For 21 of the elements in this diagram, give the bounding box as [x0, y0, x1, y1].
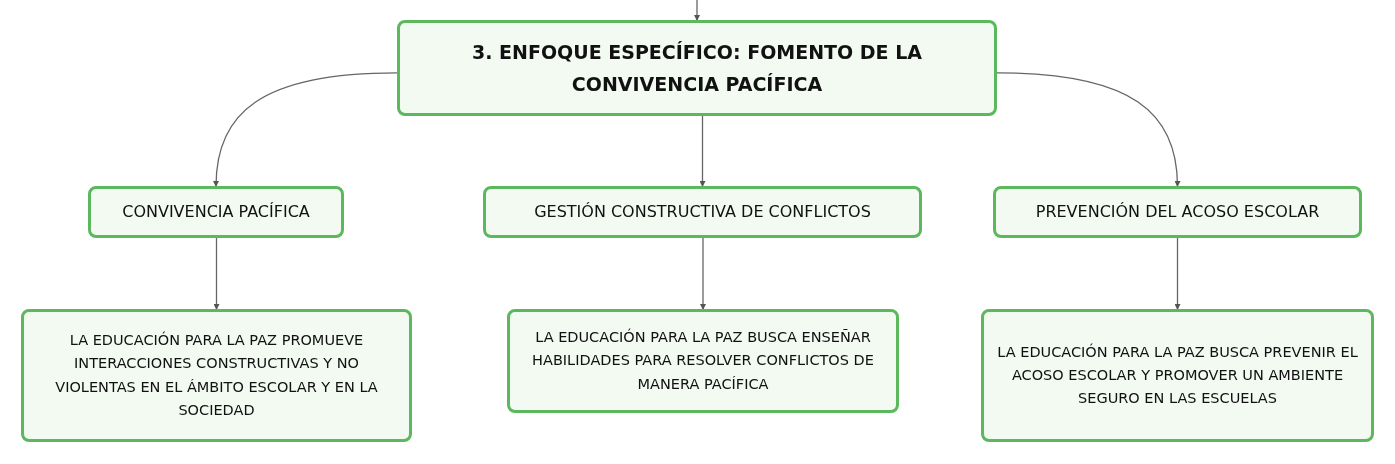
node-text: CONVIVENCIA PACÍFICA — [122, 201, 310, 224]
node-text: LA EDUCACIÓN PARA LA PAZ BUSCA PREVENIR EL ACOSO ESCOLAR Y PROMOVER UN AMBIENTE SEGURO EN LAS ESCUELAS — [996, 342, 1359, 409]
node-text: LA EDUCACIÓN PARA LA PAZ BUSCA ENSEÑAR HABILIDADES PARA RESOLVER CONFLICTOS DE MANERA PACÍFICA — [531, 327, 875, 394]
node-text: 3. ENFOQUE ESPECÍFICO: FOMENTO DE LA CONVIVENCIA PACÍFICA — [471, 39, 923, 97]
subtopic-box — [483, 186, 922, 238]
arrow — [694, 0, 700, 21]
arrow — [213, 237, 220, 310]
description-box — [507, 309, 899, 413]
arrow — [1174, 237, 1181, 310]
arrow — [213, 72, 398, 187]
description-box — [21, 309, 412, 442]
arrow — [996, 72, 1181, 187]
arrow — [699, 115, 706, 187]
arrow — [700, 237, 706, 310]
node-text: PREVENCIÓN DEL ACOSO ESCOLAR — [1035, 201, 1320, 224]
subtopic-box — [993, 186, 1362, 238]
node-text: LA EDUCACIÓN PARA LA PAZ PROMUEVE INTERACCIONES CONSTRUCTIVAS Y NO VIOLENTAS EN EL ÁMBITO ESCOLAR Y EN LA SOCIEDAD — [54, 330, 379, 420]
node-text: GESTIÓN CONSTRUCTIVA DE CONFLICTOS — [534, 201, 871, 224]
description-box — [981, 309, 1374, 442]
subtopic-box — [88, 186, 344, 238]
topic-box — [397, 20, 997, 116]
